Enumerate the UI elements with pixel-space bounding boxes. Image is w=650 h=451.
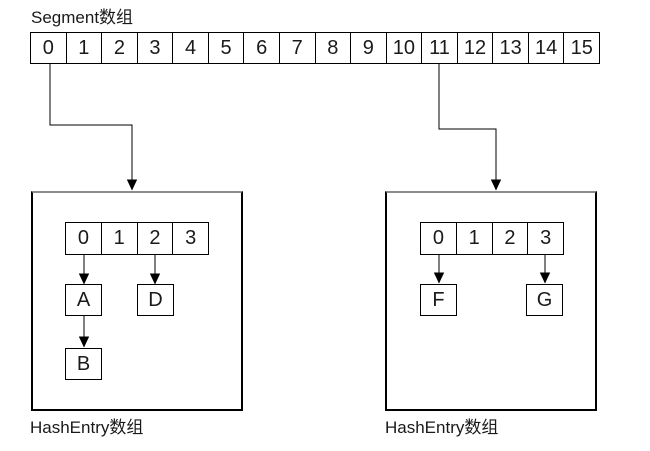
segment-array-label: Segment数组: [31, 8, 134, 27]
segment-cell-4: 4: [172, 33, 208, 63]
segment-cell-1: 1: [65, 33, 102, 63]
hash-table-box-right: 0 1 2 3 F G: [385, 191, 597, 411]
right-bucket-array: 0 1 2 3: [420, 222, 564, 255]
entry-node-a: A: [65, 284, 102, 316]
right-bucket-cell-2: 2: [491, 223, 528, 254]
entry-node-b: B: [65, 348, 102, 380]
segment-cell-11: 11: [421, 33, 457, 63]
right-bucket-cell-1: 1: [455, 223, 492, 254]
segment-cell-3: 3: [136, 33, 173, 63]
hash-table-label-left: HashEntry数组: [30, 418, 144, 437]
hash-table-label-right: HashEntry数组: [385, 418, 499, 437]
right-bucket-cell-0: 0: [432, 227, 444, 249]
left-bucket-cell-2: 2: [136, 223, 173, 254]
entry-node-d: D: [137, 284, 174, 316]
segment-cell-9: 9: [350, 33, 386, 63]
segment-cell-14: 14: [527, 33, 564, 63]
segment-cell-6: 6: [243, 33, 279, 63]
segment-cell-0: 0: [42, 36, 54, 59]
segment-array: 0 1 2 3 4 5 6 7 8 9 10 11 12 13 14 15: [30, 32, 600, 64]
left-bucket-cell-0: 0: [77, 227, 89, 249]
segment-cell-13: 13: [492, 33, 528, 63]
entry-node-g: G: [526, 284, 563, 316]
segment-cell-5: 5: [207, 33, 244, 63]
segment-cell-8: 8: [314, 33, 351, 63]
segment-cell-7: 7: [278, 33, 315, 63]
entry-node-f: F: [420, 284, 457, 316]
segment-cell-2: 2: [101, 33, 137, 63]
segment-cell-10: 10: [385, 33, 422, 63]
arrow-segment0-to-left-table: [49, 64, 138, 191]
right-bucket-cell-3: 3: [527, 223, 563, 254]
arrow-segment11-to-right-table: [438, 64, 502, 191]
segment-cell-12: 12: [456, 33, 493, 63]
left-bucket-cell-3: 3: [172, 223, 208, 254]
left-bucket-array: 0 1 2 3: [65, 222, 209, 255]
left-bucket-cell-1: 1: [100, 223, 137, 254]
segment-cell-15: 15: [563, 33, 599, 63]
hash-table-box-left: 0 1 2 3 A D B: [31, 191, 243, 411]
